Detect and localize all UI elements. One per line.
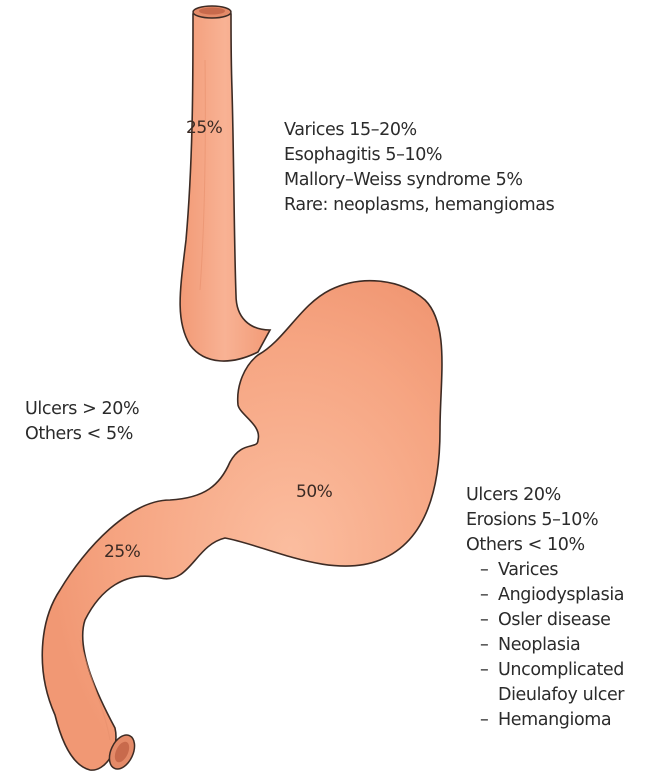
stomach-other-item: –Osler disease — [466, 608, 624, 633]
esophagus-percent: 25% — [186, 118, 222, 138]
list-dash: – — [480, 608, 498, 633]
esophagus-lumen — [199, 8, 225, 15]
stomach-other-item: –Angiodysplasia — [466, 583, 624, 608]
esophagus-causes: Varices 15–20% Esophagitis 5–10% Mallory… — [284, 118, 554, 218]
stomach-other-item: –Uncomplicated — [466, 658, 624, 683]
esophagus-cause-item: Mallory–Weiss syndrome 5% — [284, 168, 554, 193]
stomach-other-label: Varices — [498, 560, 558, 580]
stomach-other-label: Angiodysplasia — [498, 585, 624, 605]
esophagus-shape — [180, 14, 270, 361]
stomach-cause-item: Others < 10% — [466, 533, 624, 558]
stomach-cause-item: Erosions 5–10% — [466, 508, 624, 533]
stomach-other-item-continued: Dieulafoy ulcer — [466, 683, 624, 708]
stomach-causes: Ulcers 20% Erosions 5–10% Others < 10% –… — [466, 483, 624, 733]
stomach-other-item: –Neoplasia — [466, 633, 624, 658]
list-dash: – — [480, 633, 498, 658]
duodenum-causes: Ulcers > 20% Others < 5% — [25, 397, 139, 447]
stomach-other-label: Hemangioma — [498, 710, 611, 730]
duodenum-percent: 25% — [104, 542, 140, 562]
list-dash: – — [480, 583, 498, 608]
stomach-other-label: Osler disease — [498, 610, 611, 630]
stomach-cause-item: Ulcers 20% — [466, 483, 624, 508]
stomach-other-label: Neoplasia — [498, 635, 580, 655]
stomach-other-item: –Hemangioma — [466, 708, 624, 733]
esophagus-cause-item: Rare: neoplasms, hemangiomas — [284, 193, 554, 218]
esophagus-cause-item: Varices 15–20% — [284, 118, 554, 143]
stomach-other-label: Dieulafoy ulcer — [498, 685, 624, 705]
duodenum-cause-item: Ulcers > 20% — [25, 397, 139, 422]
list-dash: – — [480, 708, 498, 733]
stomach-other-item: –Varices — [466, 558, 624, 583]
duodenum-cause-item: Others < 5% — [25, 422, 139, 447]
list-dash: – — [480, 558, 498, 583]
list-dash: – — [480, 658, 498, 683]
esophagus-cause-item: Esophagitis 5–10% — [284, 143, 554, 168]
stomach-other-label: Uncomplicated — [498, 660, 624, 680]
stomach-percent: 50% — [296, 482, 332, 502]
